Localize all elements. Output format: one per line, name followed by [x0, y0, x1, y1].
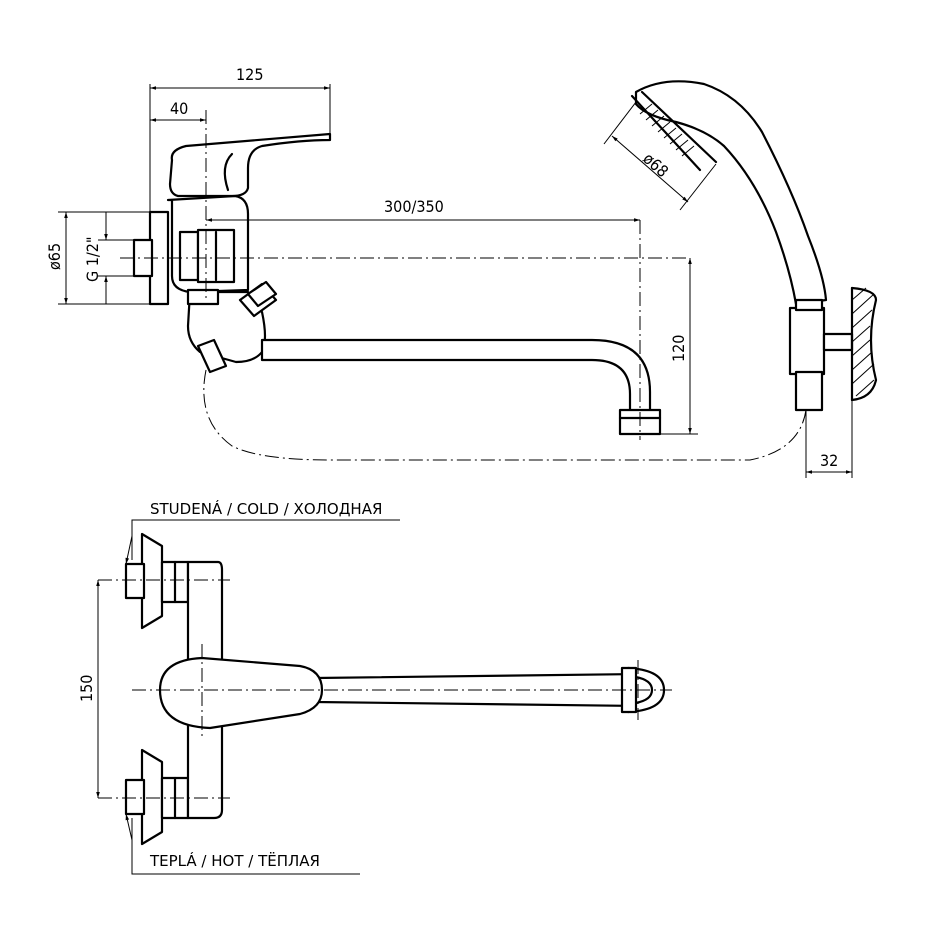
shower-hose: [203, 369, 807, 461]
dim-40: 40: [170, 99, 188, 118]
side-view: 125 40 300/350 ø65 G 1/2" 120 ø68 32: [45, 65, 878, 478]
dim-300-350: 300/350: [384, 197, 444, 216]
shower-holder: [788, 306, 826, 376]
dim-32: 32: [820, 451, 838, 470]
label-cold: STUDENÁ / COLD / ХОЛОДНАЯ: [150, 499, 382, 518]
dim-g12: G 1/2": [83, 236, 102, 282]
dim-125: 125: [236, 65, 263, 84]
dim-120: 120: [669, 335, 688, 362]
label-hot: TEPLÁ / HOT / TЁПЛАЯ: [149, 851, 320, 870]
dim-150: 150: [77, 675, 96, 702]
lever-handle-top: [158, 656, 324, 730]
dim-d65: ø65: [45, 243, 64, 270]
spout: [260, 338, 652, 414]
top-view: 150 STUDENÁ / COLD / ХОЛОДНАЯ TEPLÁ / HO…: [77, 499, 672, 875]
lever-handle: [168, 132, 332, 198]
dim-d68: ø68: [639, 149, 672, 181]
